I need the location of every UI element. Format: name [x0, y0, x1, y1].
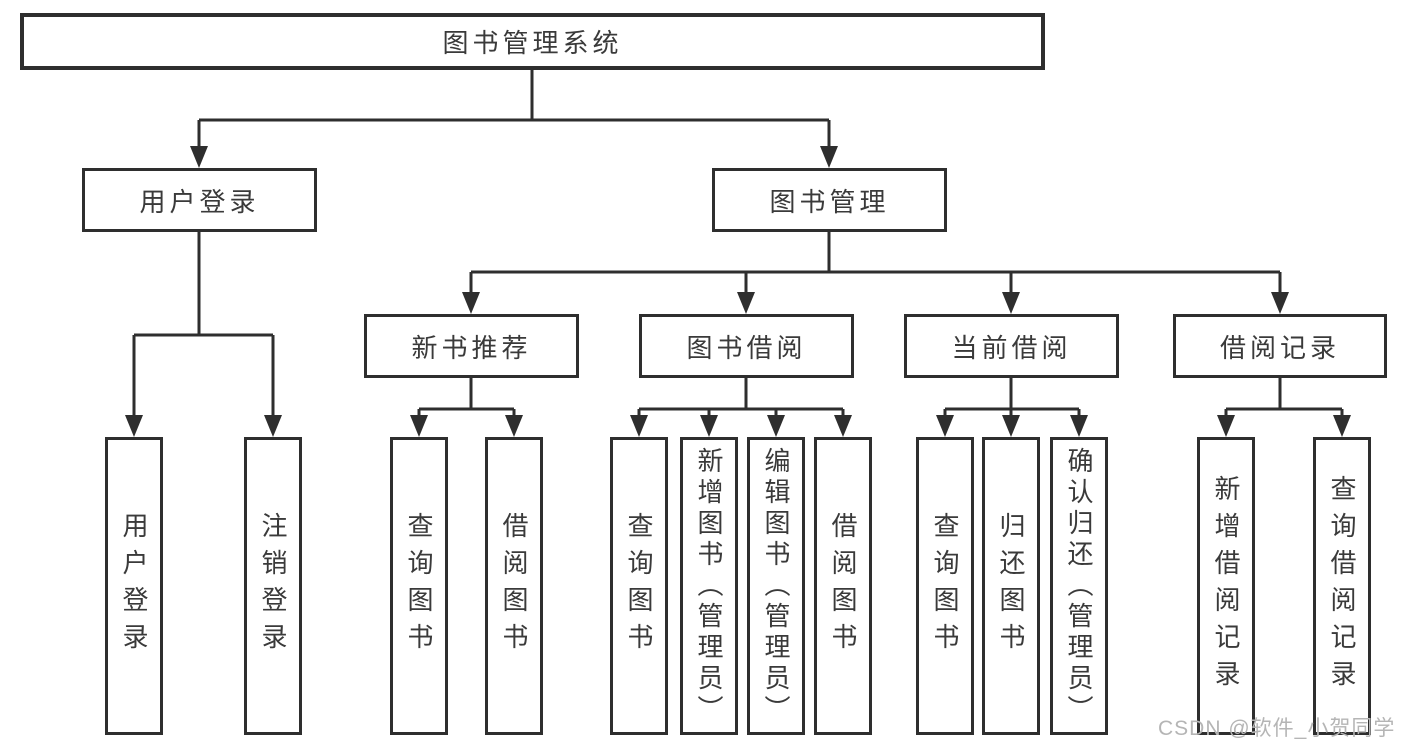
node-book-management: 图书管理: [712, 168, 947, 232]
leaf-current-confirm-return-admin: 确认归还（管理员）: [1050, 437, 1108, 735]
connector-current-borrow-children: [936, 376, 1088, 437]
leaf-borrow-edit-books-admin: 编辑图书（管理员）: [747, 437, 805, 735]
arrowhead-down: [1070, 415, 1088, 437]
node-new-book-recommend-label: 新书推荐: [411, 332, 532, 363]
leaf-recommend-borrow-books-label: 借阅图书: [499, 512, 529, 660]
arrowhead-down: [264, 415, 282, 437]
node-current-borrow: 当前借阅: [904, 314, 1119, 378]
connector-root-to-level1: [190, 70, 838, 168]
arrowhead-down: [737, 292, 755, 314]
connector-new-book-recommend-children: [410, 376, 523, 437]
leaf-recommend-borrow-books: 借阅图书: [485, 437, 543, 735]
node-root: 图书管理系统: [20, 13, 1045, 70]
leaf-logout-label: 注销登录: [258, 512, 288, 660]
node-borrow-records: 借阅记录: [1173, 314, 1387, 378]
leaf-user-login-label: 用户登录: [119, 512, 149, 660]
watermark: CSDN @软件_小贺同学: [1158, 717, 1396, 740]
arrowhead-down: [1333, 415, 1351, 437]
leaf-records-query-record: 查询借阅记录: [1313, 437, 1371, 735]
leaf-current-query-books: 查询图书: [916, 437, 974, 735]
leaf-recommend-query-books: 查询图书: [390, 437, 448, 735]
leaf-recommend-query-books-label: 查询图书: [404, 512, 434, 660]
leaf-borrow-borrow-books: 借阅图书: [814, 437, 872, 735]
leaf-logout: 注销登录: [244, 437, 302, 735]
leaf-borrow-add-books-admin-label: 新增图书（管理员）: [694, 446, 724, 726]
arrowhead-down: [462, 292, 480, 314]
arrowhead-down: [630, 415, 648, 437]
leaf-records-add-record-label: 新增借阅记录: [1211, 475, 1241, 697]
arrowhead-down: [1002, 292, 1020, 314]
arrowhead-down: [820, 146, 838, 168]
leaf-current-query-books-label: 查询图书: [930, 512, 960, 660]
node-book-management-label: 图书管理: [769, 186, 890, 217]
arrowhead-down: [190, 146, 208, 168]
connector-line: [132, 230, 275, 416]
leaf-borrow-query-books-label: 查询图书: [624, 512, 654, 660]
arrowhead-down: [1217, 415, 1235, 437]
node-user-login: 用户登录: [82, 168, 317, 232]
connector-borrow-records-children: [1217, 376, 1351, 437]
leaf-borrow-borrow-books-label: 借阅图书: [828, 512, 858, 660]
connector-line: [943, 376, 1081, 416]
leaf-user-login: 用户登录: [105, 437, 163, 735]
node-book-borrow: 图书借阅: [639, 314, 854, 378]
arrowhead-down: [936, 415, 954, 437]
arrowhead-down: [700, 415, 718, 437]
leaf-records-query-record-label: 查询借阅记录: [1327, 475, 1357, 697]
leaf-current-confirm-return-admin-label: 确认归还（管理员）: [1064, 446, 1094, 726]
leaf-borrow-query-books: 查询图书: [610, 437, 668, 735]
arrowhead-down: [410, 415, 428, 437]
leaf-current-return-books-label: 归还图书: [996, 512, 1026, 660]
arrowhead-down: [1002, 415, 1020, 437]
connector-line: [469, 230, 1282, 293]
leaf-borrow-edit-books-admin-label: 编辑图书（管理员）: [761, 446, 791, 726]
node-new-book-recommend: 新书推荐: [364, 314, 579, 378]
leaf-current-return-books: 归还图书: [982, 437, 1040, 735]
arrowhead-down: [767, 415, 785, 437]
connector-line: [1224, 376, 1344, 416]
arrowhead-down: [1271, 292, 1289, 314]
node-borrow-records-label: 借阅记录: [1219, 332, 1340, 363]
arrowhead-down: [505, 415, 523, 437]
arrowhead-down: [834, 415, 852, 437]
connector-line: [417, 376, 516, 416]
node-user-login-label: 用户登录: [139, 186, 260, 217]
connector-user-login-children: [125, 230, 282, 437]
node-current-borrow-label: 当前借阅: [951, 332, 1072, 363]
node-root-label: 图书管理系统: [442, 28, 623, 58]
connector-book-management-children: [462, 230, 1289, 314]
connector-book-borrow-children: [630, 376, 852, 437]
connector-line: [637, 376, 845, 416]
connector-line: [197, 70, 831, 147]
arrowhead-down: [125, 415, 143, 437]
node-book-borrow-label: 图书借阅: [686, 332, 807, 363]
leaf-borrow-add-books-admin: 新增图书（管理员）: [680, 437, 738, 735]
leaf-records-add-record: 新增借阅记录: [1197, 437, 1255, 735]
